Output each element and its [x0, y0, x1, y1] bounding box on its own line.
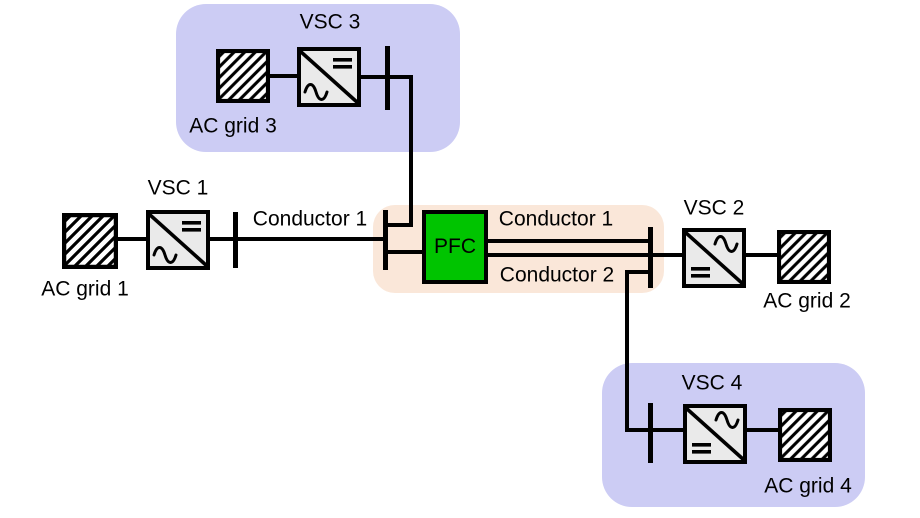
ac-grid-3-symbol — [215, 48, 271, 108]
wire-bus-to-drop-elbow — [625, 270, 650, 274]
wire-vsc3-into-pfc-bus — [385, 223, 413, 227]
hatched-square-icon — [215, 48, 271, 104]
pfc-group-background — [373, 205, 664, 293]
wire-drop-into-vsc4-bus — [625, 428, 651, 432]
busbar-pfc-left — [383, 210, 388, 270]
ac-grid-1-symbol — [61, 212, 119, 274]
vsc1-converter-icon — [146, 210, 210, 275]
pfc-label: PFC — [434, 235, 476, 258]
ac-grid-2-symbol — [776, 229, 832, 289]
busbar-vsc4 — [648, 403, 653, 463]
wire-bus-to-pfc — [386, 250, 424, 254]
wire-conductor1-left — [210, 237, 386, 241]
hatched-square-icon — [777, 407, 833, 463]
wire-vsc2-to-acgrid2 — [746, 253, 777, 257]
ac-grid-3-label: AC grid 3 — [189, 114, 277, 138]
vsc1-title: VSC 1 — [147, 176, 209, 200]
ac-grid-2-label: AC grid 2 — [763, 289, 851, 313]
pfc-box: PFC — [422, 210, 488, 284]
hatched-square-icon — [776, 229, 832, 285]
conductor1-right-label: Conductor 1 — [498, 207, 614, 231]
wire-bus-to-vsc2 — [651, 253, 682, 257]
vsc3-converter-icon — [297, 47, 361, 112]
wire-acgrid1-to-vsc1 — [118, 237, 146, 241]
busbar-vsc1 — [233, 212, 238, 268]
vsc2-title: VSC 2 — [683, 196, 745, 220]
vsc4-converter-icon — [683, 404, 747, 469]
conductor1-left-label: Conductor 1 — [252, 207, 368, 231]
vsc3-title: VSC 3 — [299, 10, 361, 34]
wire-bus-to-vsc4 — [651, 428, 683, 432]
ac-grid-4-symbol — [777, 407, 833, 467]
wire-vsc3-drop — [409, 75, 413, 227]
wire-conductor1-right — [486, 239, 651, 243]
busbar-vsc3 — [385, 46, 390, 110]
wire-conductor2-right — [486, 253, 651, 257]
wire-drop-to-vsc4 — [625, 270, 629, 432]
vsc2-converter-icon — [682, 228, 746, 293]
vsc4-title: VSC 4 — [681, 371, 743, 395]
wire-acgrid3-to-vsc3 — [270, 74, 297, 78]
busbar-pfc-right — [648, 227, 653, 288]
hatched-square-icon — [61, 212, 119, 270]
wire-vsc4-to-acgrid4 — [747, 428, 778, 432]
ac-grid-1-label: AC grid 1 — [41, 277, 129, 301]
ac-grid-4-label: AC grid 4 — [764, 474, 852, 498]
conductor2-label: Conductor 2 — [499, 263, 615, 287]
